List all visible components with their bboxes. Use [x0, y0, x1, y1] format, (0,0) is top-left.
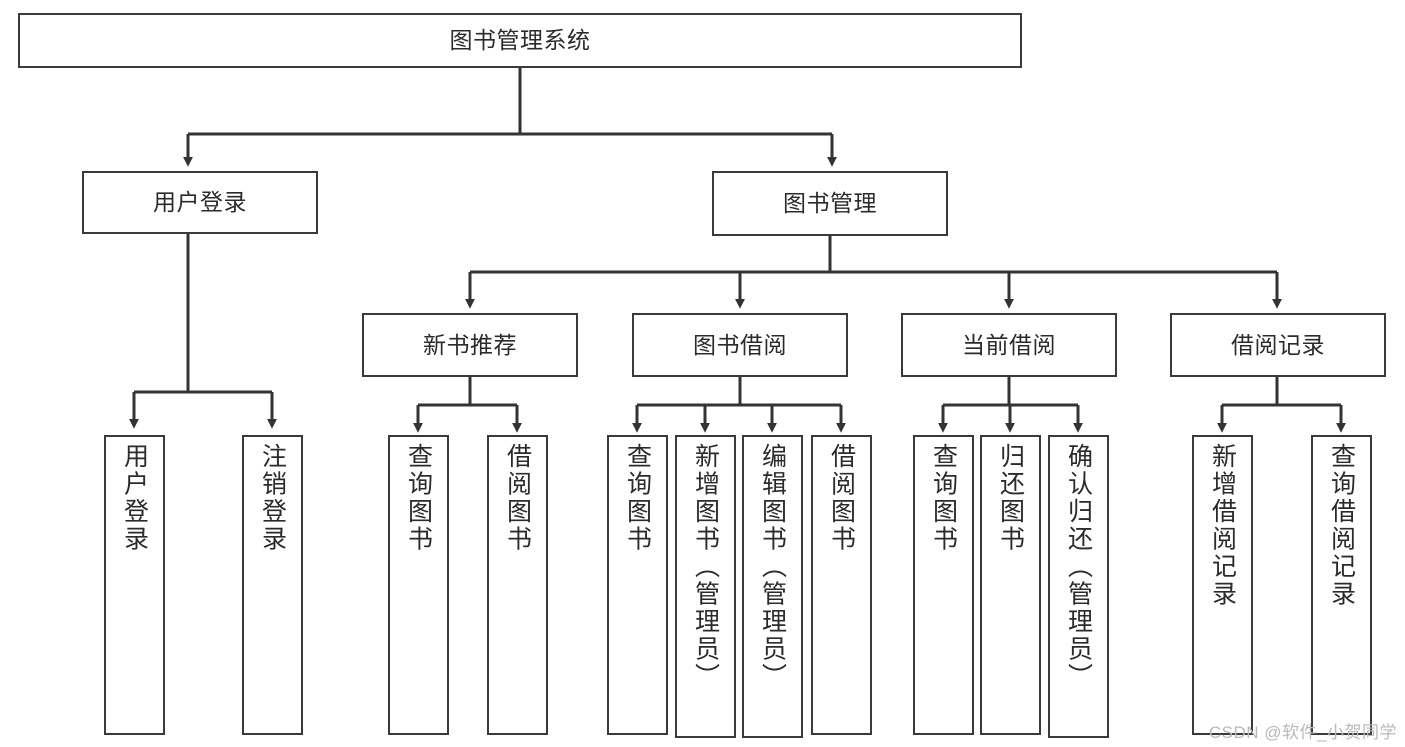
node-user-login[interactable]: 用户登录 [82, 171, 318, 234]
node-label: 确认归还（管理员） [1064, 443, 1093, 691]
node-label: 查询借阅记录 [1327, 443, 1356, 608]
leaf-current-borrow-query-books[interactable]: 查询图书 [913, 435, 974, 735]
node-current-borrowing[interactable]: 当前借阅 [901, 313, 1117, 377]
node-book-management[interactable]: 图书管理 [712, 171, 948, 236]
node-label: 新增借阅记录 [1208, 443, 1237, 608]
node-label: 用户登录 [120, 443, 149, 553]
leaf-book-borrow-add-book-admin[interactable]: 新增图书（管理员） [675, 435, 736, 738]
node-label: 编辑图书（管理员） [758, 443, 787, 691]
node-label: 当前借阅 [962, 331, 1056, 358]
node-new-book-recommendation[interactable]: 新书推荐 [362, 313, 578, 377]
node-label: 新书推荐 [423, 331, 517, 358]
leaf-borrow-record-query-record[interactable]: 查询借阅记录 [1311, 435, 1372, 735]
leaf-user-login-signin[interactable]: 用户登录 [104, 435, 165, 735]
leaf-borrow-record-add-record[interactable]: 新增借阅记录 [1192, 435, 1253, 735]
node-label: 借阅图书 [827, 443, 856, 553]
leaf-new-book-borrow-books[interactable]: 借阅图书 [487, 435, 548, 735]
leaf-book-borrow-query-books[interactable]: 查询图书 [607, 435, 668, 735]
leaf-book-borrow-edit-book-admin[interactable]: 编辑图书（管理员） [742, 435, 803, 738]
node-borrowing-records[interactable]: 借阅记录 [1170, 313, 1386, 377]
node-label: 新增图书（管理员） [691, 443, 720, 691]
leaf-book-borrow-borrow-books[interactable]: 借阅图书 [811, 435, 872, 735]
leaf-user-login-signout[interactable]: 注销登录 [242, 435, 303, 735]
node-label: 图书管理系统 [449, 27, 591, 54]
node-label: 注销登录 [258, 443, 287, 553]
node-label: 图书借阅 [693, 331, 787, 358]
leaf-new-book-query-books[interactable]: 查询图书 [388, 435, 449, 735]
node-label: 归还图书 [996, 443, 1025, 553]
csdn-watermark: CSDN @软件_小贺同学 [1208, 723, 1397, 742]
node-label: 借阅图书 [503, 443, 532, 553]
node-label: 查询图书 [929, 443, 958, 553]
node-book-borrowing[interactable]: 图书借阅 [632, 313, 848, 377]
node-root-library-system[interactable]: 图书管理系统 [18, 13, 1022, 68]
node-label: 图书管理 [783, 190, 877, 217]
node-label: 用户登录 [153, 189, 247, 216]
leaf-current-borrow-return-books[interactable]: 归还图书 [980, 435, 1041, 735]
leaf-current-borrow-confirm-return-admin[interactable]: 确认归还（管理员） [1048, 435, 1109, 738]
node-label: 借阅记录 [1231, 331, 1325, 358]
node-label: 查询图书 [404, 443, 433, 553]
node-label: 查询图书 [623, 443, 652, 553]
